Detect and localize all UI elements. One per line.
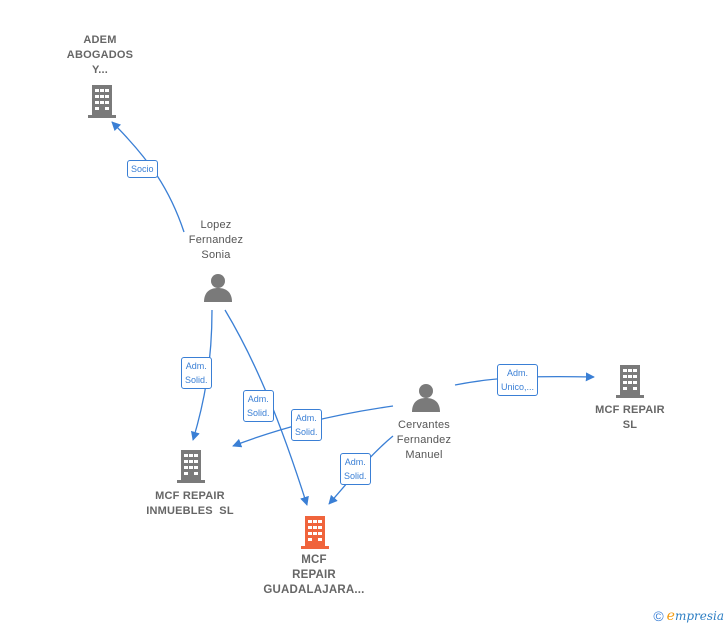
- edge-badge-line: Solid.: [344, 471, 367, 481]
- edge-badge-line: Socio: [131, 164, 154, 174]
- edge-badge-line: Adm.: [185, 361, 207, 371]
- building-icon[interactable]: [175, 448, 207, 484]
- building-focus-icon[interactable]: [299, 514, 331, 550]
- node-label-line: Cervantes: [398, 419, 450, 431]
- node-label-mcf-repair-guadalajara[interactable]: MCF REPAIR GUADALAJARA...: [252, 553, 376, 598]
- node-label-line: Y...: [91, 64, 109, 76]
- node-label-mcf-repair-inmuebles[interactable]: MCF REPAIR INMUEBLES SL: [130, 489, 250, 519]
- edge-badge-lopez-guadalajara[interactable]: Adm. Solid.: [243, 390, 274, 422]
- node-label-line: INMUEBLES SL: [146, 505, 234, 517]
- node-label-line: MCF: [301, 554, 327, 566]
- edge-badge-line: Solid.: [247, 408, 270, 418]
- edge-badge-line: Adm.: [507, 368, 529, 378]
- node-label-line: Lopez: [200, 219, 232, 231]
- node-label-line: SL: [622, 419, 638, 431]
- node-label-line: MCF REPAIR: [595, 404, 665, 416]
- node-label-mcf-repair-sl[interactable]: MCF REPAIR SL: [580, 403, 680, 433]
- node-label-line: MCF REPAIR: [155, 490, 225, 502]
- edge-badge-line: Adm.: [295, 413, 317, 423]
- node-label-line: Fernandez: [396, 434, 452, 446]
- edge-badge-socio[interactable]: Socio: [127, 160, 158, 178]
- node-label-line: Manuel: [405, 449, 443, 461]
- brand-wordmark: empresia: [667, 608, 724, 624]
- node-label-line: REPAIR: [292, 569, 336, 581]
- node-label-line: Sonia: [201, 249, 231, 261]
- edge-badge-line: Unico,...: [501, 382, 535, 392]
- node-label-line: ABOGADOS: [66, 49, 134, 61]
- edge-badge-line: Adm.: [247, 394, 269, 404]
- building-icon[interactable]: [614, 363, 646, 399]
- edge-badge-cervantes-sl[interactable]: Adm. Unico,...: [497, 364, 539, 396]
- person-icon[interactable]: [203, 272, 233, 302]
- edge-badge-cervantes-inmuebles[interactable]: Adm. Solid.: [291, 409, 322, 441]
- node-label-adem[interactable]: ADEM ABOGADOS Y...: [50, 33, 150, 78]
- edge-badge-line: Solid.: [185, 375, 208, 385]
- brand-rest: mpresia: [674, 609, 724, 623]
- brand-logo[interactable]: © empresia: [653, 608, 724, 624]
- node-label-line: ADEM: [83, 34, 117, 46]
- edge-badge-line: Solid.: [295, 427, 318, 437]
- person-icon[interactable]: [411, 382, 441, 412]
- edge-badge-line: Adm.: [344, 457, 366, 467]
- node-label-lopez[interactable]: Lopez Fernandez Sonia: [166, 218, 266, 263]
- edge-badge-cervantes-guadalajara[interactable]: Adm. Solid.: [340, 453, 371, 485]
- edge-badge-lopez-inmuebles[interactable]: Adm. Solid.: [181, 357, 212, 389]
- node-label-line: GUADALAJARA...: [263, 584, 365, 596]
- copyright-icon: ©: [653, 608, 664, 624]
- brand-initial: e: [666, 608, 675, 624]
- node-label-line: Fernandez: [188, 234, 244, 246]
- building-icon[interactable]: [86, 83, 118, 119]
- node-label-cervantes[interactable]: Cervantes Fernandez Manuel: [374, 418, 474, 463]
